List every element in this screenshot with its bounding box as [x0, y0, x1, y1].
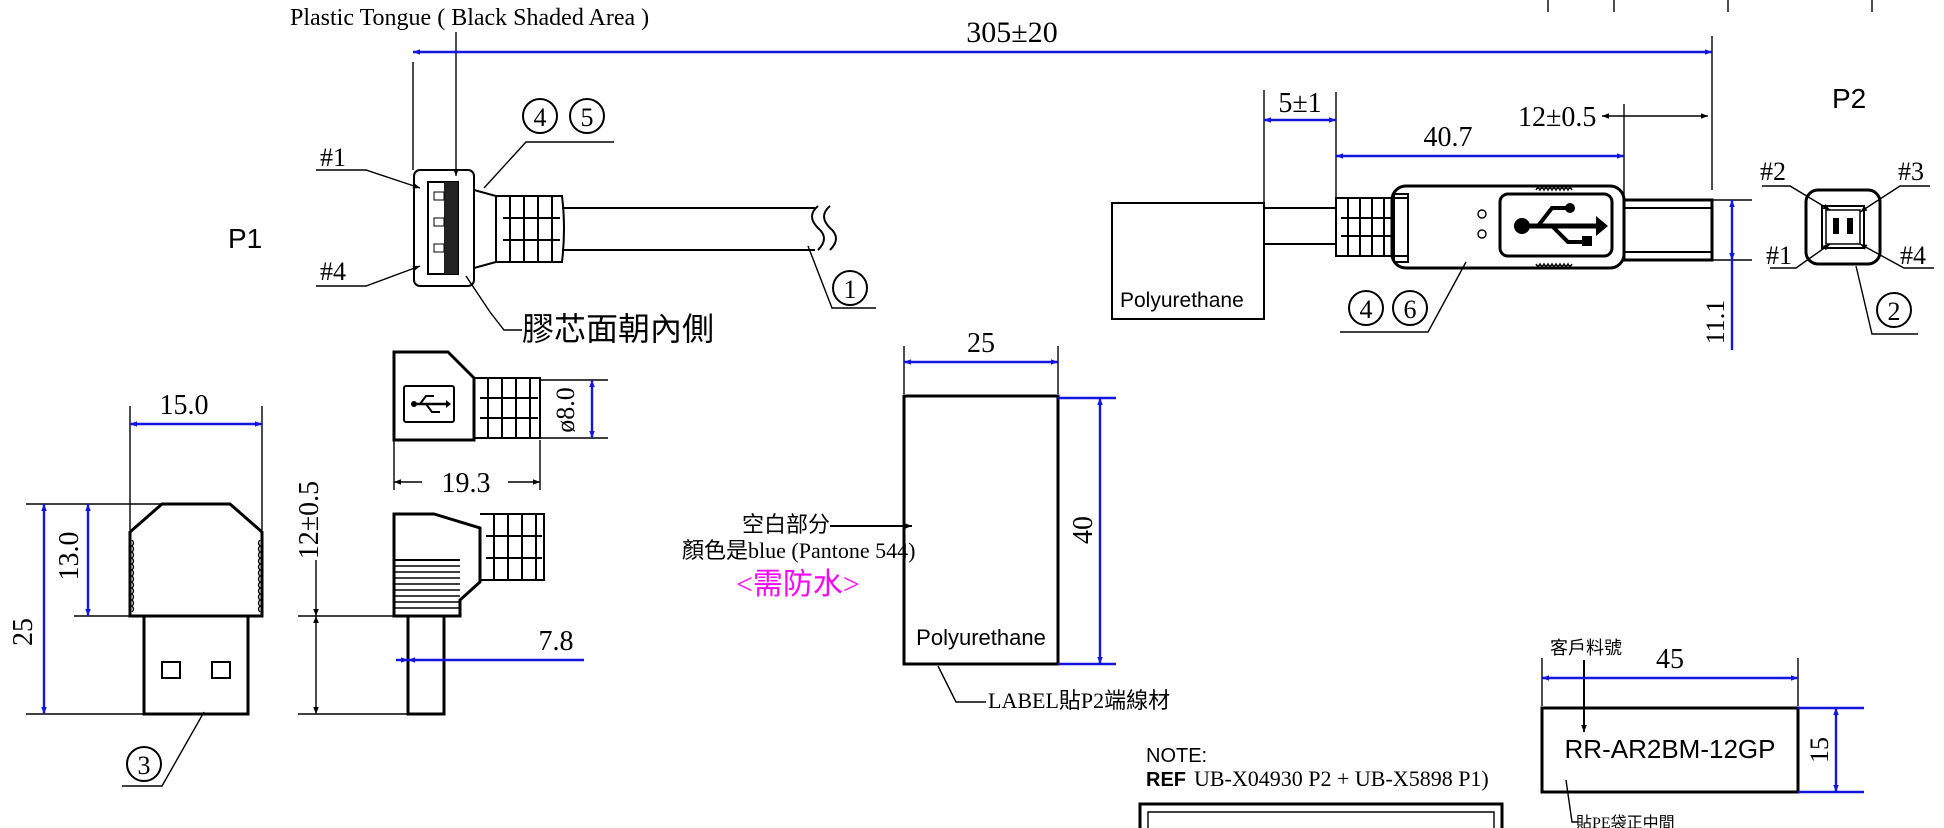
- note-box-inner: [1147, 811, 1495, 828]
- p2-pin3-leader: [1859, 185, 1930, 213]
- svg-text:2: 2: [1888, 297, 1901, 326]
- plastic-tongue-label: Plastic Tongue ( Black Shaded Area ): [290, 5, 649, 31]
- blank-color-label: 顏色是blue (Pantone 544): [682, 538, 915, 563]
- balloon-1: 1: [832, 270, 868, 306]
- label-boot-text: Polyurethane: [1120, 289, 1244, 312]
- balloon-46-leader: [1340, 261, 1467, 333]
- tongue-note-leader: [489, 311, 522, 331]
- p2-pin1-label: #1: [1766, 241, 1792, 270]
- customer-part-no: RR-AR2BM-12GP: [1565, 734, 1776, 764]
- balloon-4-p2: 4: [1348, 290, 1384, 326]
- p1-side-view: [392, 512, 545, 716]
- svg-text:3: 3: [138, 751, 151, 780]
- p2-label: P2: [1832, 83, 1866, 114]
- p1-pin4-label: #4: [320, 257, 346, 286]
- p2-pin4-leader: [1859, 243, 1934, 269]
- label-note: LABEL貼P2端線材: [988, 688, 1170, 713]
- usb-logo-icon: [1514, 203, 1608, 246]
- part-number-label: [1540, 706, 1800, 794]
- balloon-2-leader: [1855, 265, 1918, 335]
- dim-11-1-value: 11.1: [1701, 300, 1730, 345]
- dim-13-value: 13.0: [54, 532, 85, 581]
- waterproof-label: <需防水>: [736, 568, 860, 601]
- p2-pin2-label: #2: [1760, 157, 1786, 186]
- svg-text:6: 6: [1404, 295, 1417, 324]
- pe-note: 貼PE袋正中間: [1576, 814, 1675, 828]
- label-panel-text: Polyurethane: [916, 625, 1046, 650]
- pe-note-leader: [1565, 779, 1578, 823]
- overall-length-value: 305±20: [966, 16, 1057, 49]
- dim-7-8-value: 7.8: [539, 626, 574, 657]
- balloon-3: 3: [126, 746, 162, 782]
- note-title: NOTE:: [1146, 745, 1207, 767]
- dim-label-width-value: 25: [967, 328, 995, 359]
- label-panel: [902, 394, 1060, 666]
- dim-pn-width-value: 45: [1656, 644, 1684, 675]
- balloon-5: 5: [569, 98, 605, 134]
- tongue-note: 膠芯面朝內側: [522, 311, 714, 347]
- balloon-1-leader: [807, 245, 876, 309]
- note-box: [1138, 802, 1504, 828]
- balloon-6: 6: [1392, 290, 1428, 326]
- label-note-leader: [937, 665, 986, 703]
- customer-part-title: 客戶料號: [1550, 638, 1622, 658]
- dim-12-side-value: 12±0.5: [294, 481, 325, 559]
- p1-pin1-label: #1: [320, 143, 346, 172]
- p2-pin3-label: #3: [1898, 157, 1924, 186]
- p1-pin1-leader: [316, 169, 421, 189]
- p1-top-view: [392, 350, 541, 442]
- svg-text:5: 5: [581, 103, 594, 132]
- ref-text: UB-X04930 P2 + UB-X5898 P1): [1194, 766, 1489, 791]
- p1-connector: [413, 169, 837, 287]
- p2-pin4-label: #4: [1900, 241, 1926, 270]
- dim-dia8-value: ø8.0: [551, 387, 580, 433]
- p1-label: P1: [228, 223, 262, 254]
- balloon-4-p1: 4: [522, 98, 558, 134]
- blank-area-label: 空白部分: [742, 512, 830, 537]
- label-boot: [1111, 202, 1265, 320]
- dim-5-value: 5±1: [1278, 88, 1321, 119]
- dim-pn-height-value: 15: [1805, 737, 1834, 763]
- balloon-2: 2: [1876, 292, 1912, 328]
- p2-pin2-leader: [1762, 185, 1831, 211]
- ref-key: REF: [1146, 769, 1186, 791]
- dim-40-7-value: 40.7: [1424, 122, 1473, 153]
- dim-12-value: 12±0.5: [1518, 102, 1596, 133]
- p1-pin4-leader: [316, 265, 421, 287]
- dim-15-value: 15.0: [160, 390, 209, 421]
- svg-text:4: 4: [534, 103, 547, 132]
- p1-front-view: [128, 502, 264, 716]
- tongue-note-leader-2: [465, 275, 491, 313]
- dim-25-side-value: 25: [8, 618, 39, 646]
- svg-text:1: 1: [844, 275, 857, 304]
- p2-pin1-leader: [1770, 243, 1831, 269]
- dim-label-height-value: 40: [1068, 516, 1099, 544]
- balloon-45-leader: [483, 141, 614, 189]
- balloon-3-leader: [122, 711, 205, 787]
- svg-text:4: 4: [1360, 295, 1373, 324]
- p2-connector: [1335, 184, 1714, 270]
- usb-logo-small-icon: [411, 395, 451, 413]
- dim-19-3-value: 19.3: [442, 468, 491, 499]
